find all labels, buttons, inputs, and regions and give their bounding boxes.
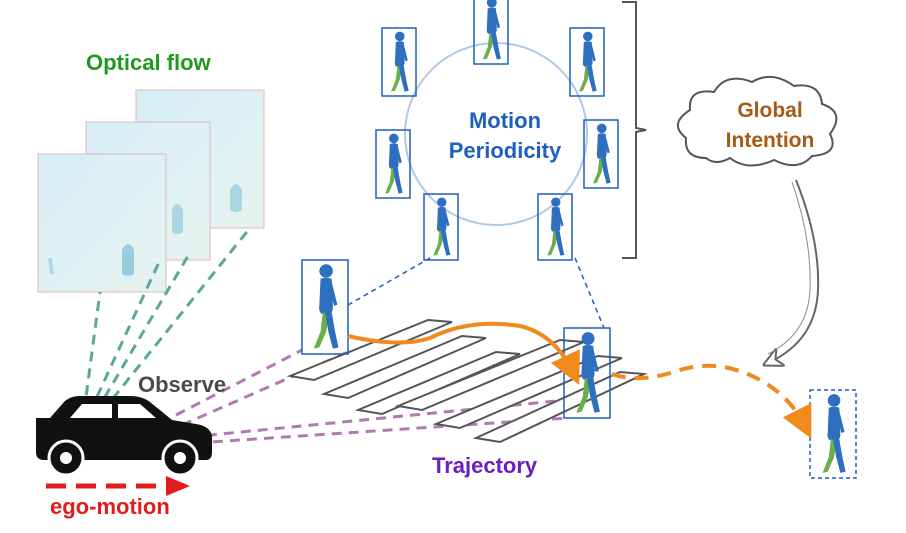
optical-flow-label: Optical flow (86, 50, 211, 75)
motion-periodicity-line2: Periodicity (448, 138, 562, 163)
periodicity-pedestrians (375, 0, 619, 261)
pedestrian-icon (569, 27, 605, 97)
global-intention-label: Global Intention (700, 96, 840, 156)
observe-label: Observe (138, 372, 227, 397)
global-intention-line1: Global (737, 99, 803, 122)
trajectory-label: Trajectory (432, 453, 538, 478)
ego-motion-label: ego-motion (50, 494, 170, 519)
intention-arrow (770, 179, 820, 362)
optical-flow-frames (37, 89, 265, 293)
observed-trajectory (347, 321, 580, 385)
future-trajectory (611, 363, 812, 439)
pedestrian-icon (375, 129, 411, 199)
optical-flow-frame-icon (37, 153, 167, 293)
ego-motion-arrow (46, 476, 190, 496)
pedestrian-icon (381, 27, 417, 97)
pedestrian-icon (423, 193, 459, 261)
pedestrian-icon (301, 259, 349, 355)
flow-sight-lines (82, 227, 252, 413)
global-intention-line2: Intention (725, 129, 815, 152)
motion-periodicity-line1: Motion (468, 108, 542, 133)
pedestrian-icon (473, 0, 509, 65)
pedestrian-icon (583, 119, 619, 189)
pedestrian-connectors (347, 257, 605, 329)
cloud-icon (677, 75, 838, 167)
pedestrian-icon (809, 389, 857, 479)
car-icon (36, 396, 212, 477)
pedestrian-icon (537, 193, 573, 261)
bracket-icon (622, 1, 647, 259)
motion-periodicity-label: Motion Periodicity (440, 106, 570, 166)
